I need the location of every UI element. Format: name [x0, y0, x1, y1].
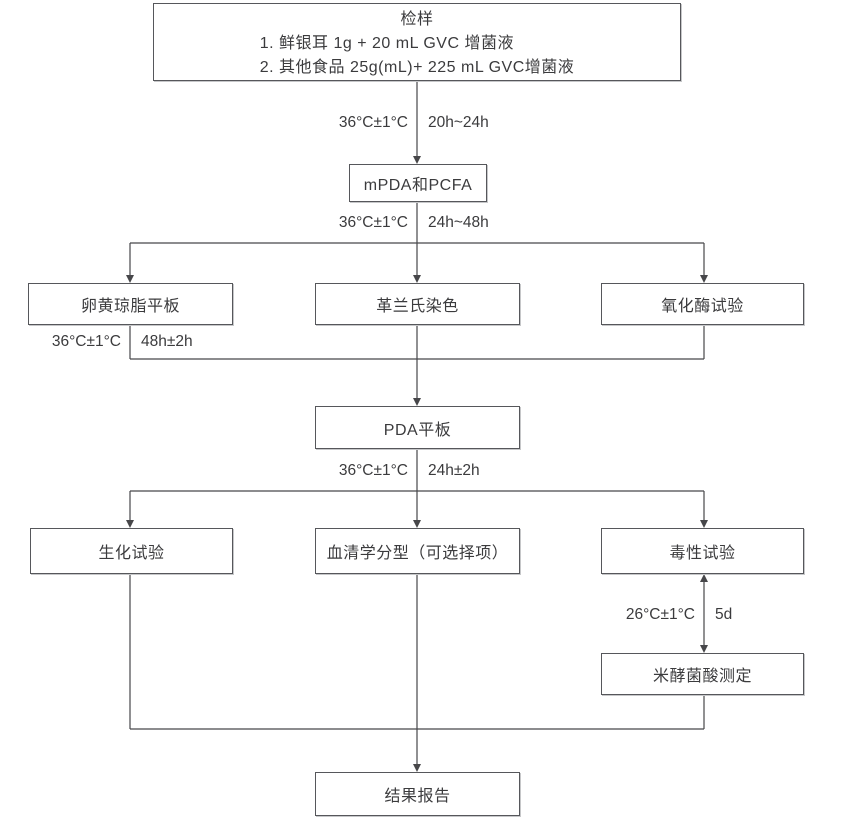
node-egg-yolk-agar-label: 卵黄琼脂平板 [80, 298, 180, 315]
arrowhead-down [700, 520, 708, 528]
node-oxidase-test-label: 氧化酶试验 [661, 298, 744, 315]
node-oxidase-test: 氧化酶试验 [601, 283, 804, 325]
node-bongkrekic-acid-assay: 米酵菌酸测定 [601, 653, 804, 695]
arrowhead-down [413, 520, 421, 528]
node-biochemical-test: 生化试验 [30, 528, 233, 574]
node-gram-stain-label: 革兰氏染色 [376, 298, 459, 315]
node-result-report-label: 结果报告 [384, 788, 451, 805]
arrowhead-down [126, 275, 134, 283]
node-mpda-pcfa-label: mPDA和PCFA [363, 177, 473, 194]
node-sample-items: 1. 鲜银耳 1g + 20 mL GVC 增菌液 2. 其他食品 25g(mL… [260, 32, 575, 80]
node-bongkrekic-acid-assay-label: 米酵菌酸测定 [652, 668, 752, 685]
node-pda-plate-label: PDA平板 [383, 421, 452, 439]
arrowhead-down [126, 520, 134, 528]
arrowhead-down [413, 275, 421, 283]
arrowhead-down [700, 645, 708, 653]
node-pda-plate: PDA平板 [315, 406, 520, 449]
node-toxicity-test-label: 毒性试验 [669, 545, 736, 562]
node-sample-item-2: 2. 其他食品 25g(mL)+ 225 mL GVC增菌液 [259, 59, 575, 76]
node-egg-yolk-agar: 卵黄琼脂平板 [28, 283, 233, 325]
node-sample-title: 检样 [400, 11, 434, 28]
node-serotyping-label: 血清学分型（可选择项） [326, 545, 509, 562]
arrowhead-up [700, 574, 708, 582]
arrowhead-down [413, 398, 421, 406]
node-mpda-pcfa: mPDA和PCFA [349, 164, 487, 202]
node-sample: 检样 1. 鲜银耳 1g + 20 mL GVC 增菌液 2. 其他食品 25g… [153, 3, 681, 81]
arrowhead-down [413, 764, 421, 772]
arrowhead-down [413, 156, 421, 164]
node-serotyping: 血清学分型（可选择项） [315, 528, 520, 574]
node-sample-item-1: 1. 鲜银耳 1g + 20 mL GVC 增菌液 [259, 35, 514, 52]
node-biochemical-test-label: 生化试验 [98, 545, 165, 562]
node-gram-stain: 革兰氏染色 [315, 283, 520, 325]
arrowhead-down [700, 275, 708, 283]
node-result-report: 结果报告 [315, 772, 520, 816]
node-toxicity-test: 毒性试验 [601, 528, 804, 574]
